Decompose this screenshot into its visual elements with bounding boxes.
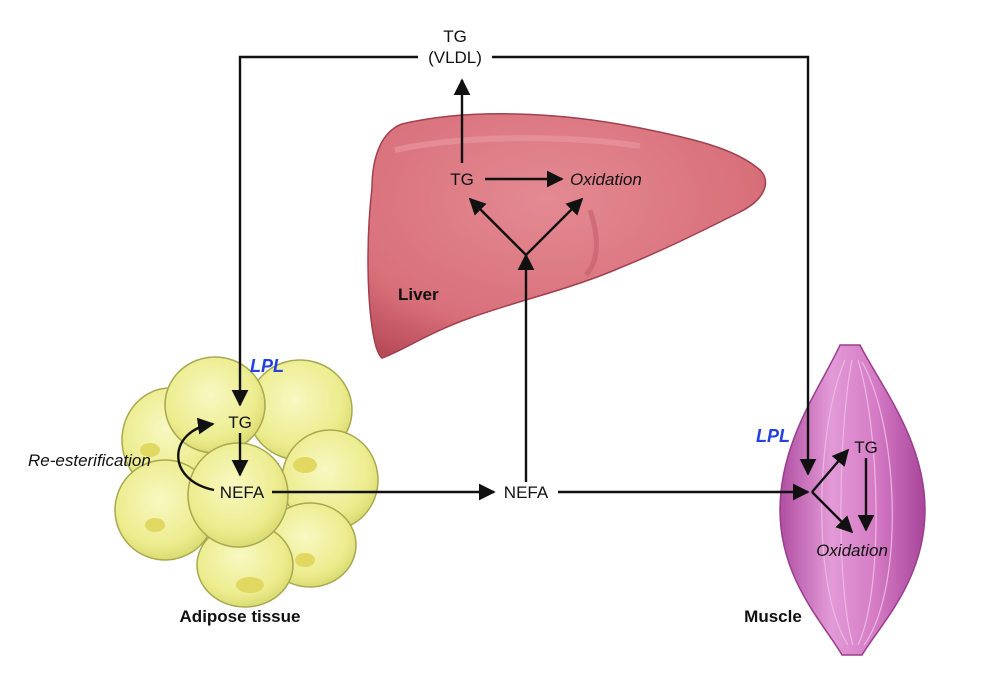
lpl-muscle-label: LPL — [756, 426, 790, 446]
re-esterification-arrow — [177, 417, 215, 492]
muscle-oxidation-label: Oxidation — [816, 541, 888, 560]
tg-vldl-label-line2: (VLDL) — [428, 48, 482, 67]
liver-branch-to-tg-arrow — [468, 197, 527, 256]
muscle-label: Muscle — [744, 607, 802, 626]
re-esterification-label: Re-esterification — [28, 451, 151, 470]
muscle-tg-label: TG — [854, 438, 878, 457]
muscle-organ — [779, 344, 926, 656]
liver-organ — [367, 113, 767, 359]
central-nefa-label: NEFA — [504, 483, 549, 502]
liver-name-label: Liver — [398, 285, 439, 304]
vldl-to-muscle-arrow — [492, 55, 817, 476]
liver-branch-to-oxidation-arrow — [525, 197, 584, 256]
adipose-tg-label: TG — [228, 413, 252, 432]
muscle-branch-to-oxidation-arrow — [811, 491, 854, 534]
adipose-nefa-label: NEFA — [220, 483, 265, 502]
vldl-to-adipose-arrow — [231, 55, 418, 407]
tg-vldl-label-line1: TG — [443, 27, 467, 46]
lpl-adipose-label: LPL — [250, 356, 284, 376]
adipose-tissue-label: Adipose tissue — [180, 607, 301, 626]
adipose-cells — [114, 356, 379, 608]
liver-tg-label: TG — [450, 170, 474, 189]
muscle-branch-to-tg-arrow — [811, 448, 850, 493]
liver-oxidation-label: Oxidation — [570, 170, 642, 189]
